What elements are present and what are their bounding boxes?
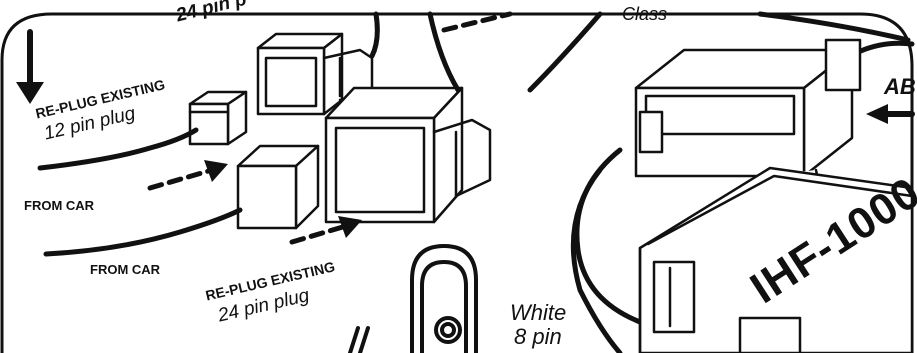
connector-24pin-small <box>236 144 320 230</box>
label-from-car-1: FROM CAR <box>24 198 95 213</box>
pinch-marks <box>348 326 370 353</box>
arrow-replug-24pin <box>289 223 349 245</box>
arrow-replug-12pin <box>147 167 215 191</box>
connector-24pin-large <box>324 86 492 224</box>
connector-8pin-white <box>410 244 478 353</box>
arrow-top <box>441 11 513 33</box>
connector-12pin-mate <box>256 32 374 116</box>
arrow-head-2 <box>338 216 362 238</box>
label-ab-partial: AB <box>884 74 916 99</box>
label-top-partial-b: Class <box>622 4 668 24</box>
module-box-ab <box>634 38 862 198</box>
arrow-head-ab <box>866 104 888 124</box>
wire-harness <box>37 11 915 353</box>
label-white-8pin-line1: White <box>510 300 567 325</box>
label-white-8pin-line2: 8 pin <box>514 324 562 349</box>
arrow-head-1 <box>204 160 228 182</box>
module-ihf1000 <box>638 166 914 353</box>
label-from-car-2: FROM CAR <box>90 262 161 277</box>
down-arrow-icon <box>16 29 44 104</box>
connector-12pin-small <box>188 90 248 146</box>
